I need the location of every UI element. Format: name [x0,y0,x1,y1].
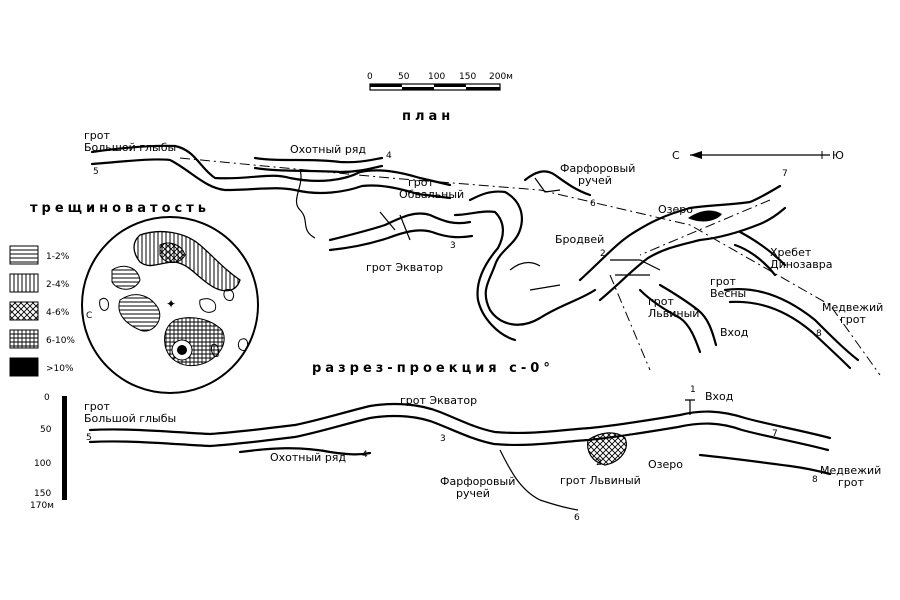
label-grotto-ekvator: грот Экватор [366,261,443,274]
plan-point-5: 5 [93,167,99,177]
scale-tick-0: 0 [367,72,373,82]
legend-swatch-5 [9,357,39,377]
section-label-vkhod: Вход [705,390,734,403]
plan-point-6: 6 [590,199,596,209]
depth-tick-50: 50 [40,425,52,435]
compass-south: С [672,149,680,162]
legend-swatch-2 [9,273,39,293]
label-okhotny-ryad: Охотный ряд [290,143,366,156]
depth-tick-170: 170м [30,501,54,511]
section-point-3: 3 [440,434,446,444]
scale-tick-150: 150 [459,72,476,82]
legend-label-2: 2-4% [46,280,70,290]
label-vkhod: Вход [720,326,749,339]
depth-tick-100: 100 [34,459,51,469]
depth-tick-150: 150 [34,489,51,499]
scale-tick-200: 200м [489,72,513,82]
compass-north: Ю [832,149,844,162]
legend-label-5: >10% [46,364,74,374]
scale-tick-100: 100 [428,72,445,82]
scale-tick-50: 50 [398,72,410,82]
section-label-ozero: Озеро [648,458,683,471]
section-point-7: 7 [772,429,778,439]
section-point-5: 5 [86,433,92,443]
depth-axis: 0 50 100 150 170м [30,393,67,511]
section-label-okhotny-ryad: Охотный ряд [270,451,346,464]
fracture-title: трещиноватость [30,201,210,216]
fracture-compass-letter: С [86,311,92,321]
scale-bar: 0 50 100 150 200м [367,72,513,91]
legend-swatch-4 [9,329,39,349]
plan-title: план [402,109,454,124]
svg-text:✦: ✦ [166,297,176,311]
legend-swatch-3 [9,301,39,321]
section-profile [88,399,832,511]
legend-label-3: 4-6% [46,308,70,318]
section-label-grotto-ekvator: грот Экватор [400,394,477,407]
plan-map [90,144,881,376]
plan-point-7: 7 [782,169,788,179]
depth-tick-0: 0 [44,393,50,403]
section-point-4: 4 [362,450,368,460]
section-point-2: 2 [596,458,602,468]
section-point-6: 6 [574,513,580,523]
plan-point-2: 2 [600,249,606,259]
plan-point-4: 4 [386,151,392,161]
plan-point-3: 3 [450,241,456,251]
compass-arrow: С Ю [672,149,844,162]
section-label-grotto-lvinyy: грот Львиный [560,474,641,487]
section-point-1: 1 [690,385,696,395]
legend-label-1: 1-2% [46,252,70,262]
label-brodvey: Бродвей [555,233,604,246]
legend-swatch-1 [9,245,39,265]
legend-label-4: 6-10% [46,336,75,346]
section-title: разрез-проекция с-0° [312,361,554,376]
section-point-8: 8 [812,475,818,485]
plan-point-8: 8 [816,329,822,339]
fracture-inset: трещиноватость С ✦ [30,201,259,394]
label-ozero: Озеро [658,203,693,216]
fracture-legend: 1-2% 2-4% 4-6% 6-10% >10% [9,245,75,377]
